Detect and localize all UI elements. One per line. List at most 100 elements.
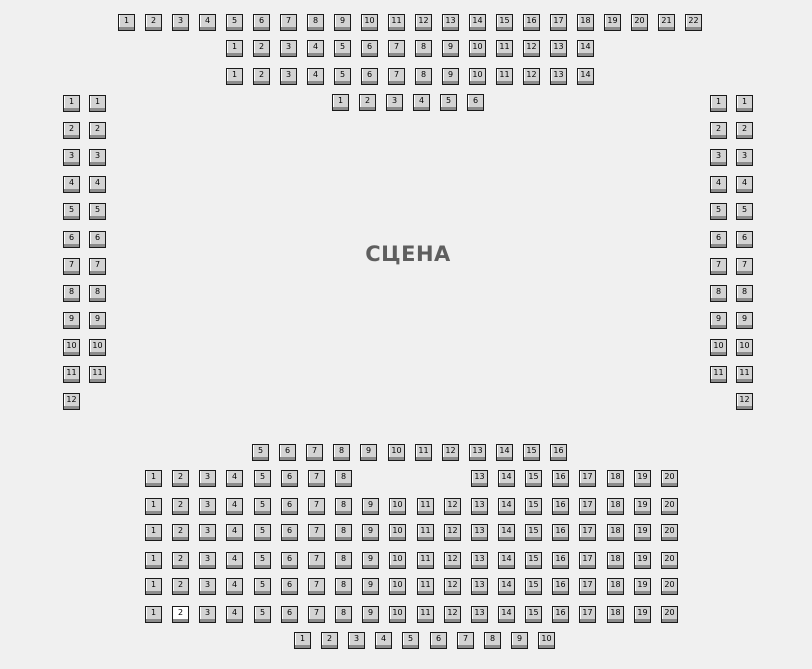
parterre-row-5-seat-13[interactable]: 13 — [471, 552, 488, 569]
parterre-row-2-seat-4[interactable]: 4 — [226, 470, 243, 487]
parterre-row-8-seat-5[interactable]: 5 — [402, 632, 419, 649]
balcony-row-1-seat-18[interactable]: 18 — [577, 14, 594, 31]
right-side-col-2-seat-11[interactable]: 11 — [736, 366, 753, 383]
right-side-col-2-seat-6[interactable]: 6 — [736, 231, 753, 248]
parterre-row-6-seat-4[interactable]: 4 — [226, 578, 243, 595]
balcony-row-4-seat-6[interactable]: 6 — [467, 94, 484, 111]
parterre-row-7-seat-16[interactable]: 16 — [552, 606, 569, 623]
parterre-row-4-seat-7[interactable]: 7 — [308, 524, 325, 541]
parterre-row-5-seat-1[interactable]: 1 — [145, 552, 162, 569]
left-side-col-2-seat-1[interactable]: 1 — [89, 95, 106, 112]
parterre-row-4-seat-4[interactable]: 4 — [226, 524, 243, 541]
parterre-row-1-seat-16[interactable]: 16 — [550, 444, 567, 461]
parterre-row-7-seat-20[interactable]: 20 — [661, 606, 678, 623]
parterre-row-3-seat-5[interactable]: 5 — [254, 498, 271, 515]
parterre-row-1-seat-13[interactable]: 13 — [469, 444, 486, 461]
parterre-row-4-seat-15[interactable]: 15 — [525, 524, 542, 541]
parterre-row-6-seat-6[interactable]: 6 — [281, 578, 298, 595]
parterre-row-5-seat-15[interactable]: 15 — [525, 552, 542, 569]
parterre-row-5-seat-18[interactable]: 18 — [607, 552, 624, 569]
balcony-row-1-seat-5[interactable]: 5 — [226, 14, 243, 31]
parterre-row-6-seat-17[interactable]: 17 — [579, 578, 596, 595]
left-side-col-1-seat-10[interactable]: 10 — [63, 339, 80, 356]
left-side-col-2-seat-3[interactable]: 3 — [89, 149, 106, 166]
balcony-row-4-seat-1[interactable]: 1 — [332, 94, 349, 111]
left-side-col-2-seat-4[interactable]: 4 — [89, 176, 106, 193]
parterre-row-5-seat-17[interactable]: 17 — [579, 552, 596, 569]
parterre-row-5-seat-20[interactable]: 20 — [661, 552, 678, 569]
parterre-row-2-seat-6[interactable]: 6 — [281, 470, 298, 487]
balcony-row-1-seat-14[interactable]: 14 — [469, 14, 486, 31]
balcony-row-3-seat-11[interactable]: 11 — [496, 68, 513, 85]
balcony-row-1-seat-9[interactable]: 9 — [334, 14, 351, 31]
right-side-col-1-seat-1[interactable]: 1 — [710, 95, 727, 112]
parterre-row-7-seat-8[interactable]: 8 — [335, 606, 352, 623]
right-side-col-1-seat-3[interactable]: 3 — [710, 149, 727, 166]
parterre-row-4-seat-10[interactable]: 10 — [389, 524, 406, 541]
parterre-row-3-seat-14[interactable]: 14 — [498, 498, 515, 515]
left-side-col-2-seat-9[interactable]: 9 — [89, 312, 106, 329]
left-side-col-1-seat-5[interactable]: 5 — [63, 203, 80, 220]
balcony-row-4-seat-3[interactable]: 3 — [386, 94, 403, 111]
parterre-row-2-seat-17[interactable]: 17 — [579, 470, 596, 487]
parterre-row-2-seat-15[interactable]: 15 — [525, 470, 542, 487]
parterre-row-2-seat-20[interactable]: 20 — [661, 470, 678, 487]
balcony-row-1-seat-8[interactable]: 8 — [307, 14, 324, 31]
parterre-row-4-seat-3[interactable]: 3 — [199, 524, 216, 541]
parterre-row-6-seat-2[interactable]: 2 — [172, 578, 189, 595]
left-side-col-2-seat-11[interactable]: 11 — [89, 366, 106, 383]
parterre-row-1-seat-5[interactable]: 5 — [252, 444, 269, 461]
parterre-row-2-seat-19[interactable]: 19 — [634, 470, 651, 487]
parterre-row-5-seat-2[interactable]: 2 — [172, 552, 189, 569]
right-side-col-1-seat-6[interactable]: 6 — [710, 231, 727, 248]
parterre-row-4-seat-8[interactable]: 8 — [335, 524, 352, 541]
balcony-row-1-seat-1[interactable]: 1 — [118, 14, 135, 31]
balcony-row-2-seat-1[interactable]: 1 — [226, 40, 243, 57]
parterre-row-3-seat-7[interactable]: 7 — [308, 498, 325, 515]
balcony-row-1-seat-10[interactable]: 10 — [361, 14, 378, 31]
parterre-row-1-seat-11[interactable]: 11 — [415, 444, 432, 461]
balcony-row-1-seat-19[interactable]: 19 — [604, 14, 621, 31]
left-side-col-2-seat-8[interactable]: 8 — [89, 285, 106, 302]
balcony-row-1-seat-12[interactable]: 12 — [415, 14, 432, 31]
right-side-col-1-seat-2[interactable]: 2 — [710, 122, 727, 139]
parterre-row-3-seat-20[interactable]: 20 — [661, 498, 678, 515]
parterre-row-4-seat-14[interactable]: 14 — [498, 524, 515, 541]
parterre-row-1-seat-6[interactable]: 6 — [279, 444, 296, 461]
parterre-row-4-seat-16[interactable]: 16 — [552, 524, 569, 541]
balcony-row-1-seat-16[interactable]: 16 — [523, 14, 540, 31]
left-side-col-1-seat-12[interactable]: 12 — [63, 393, 80, 410]
parterre-row-6-seat-1[interactable]: 1 — [145, 578, 162, 595]
balcony-row-3-seat-7[interactable]: 7 — [388, 68, 405, 85]
parterre-row-4-seat-17[interactable]: 17 — [579, 524, 596, 541]
parterre-row-4-seat-6[interactable]: 6 — [281, 524, 298, 541]
balcony-row-3-seat-9[interactable]: 9 — [442, 68, 459, 85]
parterre-row-7-seat-14[interactable]: 14 — [498, 606, 515, 623]
parterre-row-3-seat-3[interactable]: 3 — [199, 498, 216, 515]
balcony-row-2-seat-3[interactable]: 3 — [280, 40, 297, 57]
parterre-row-3-seat-8[interactable]: 8 — [335, 498, 352, 515]
right-side-col-1-seat-8[interactable]: 8 — [710, 285, 727, 302]
balcony-row-2-seat-12[interactable]: 12 — [523, 40, 540, 57]
parterre-row-4-seat-11[interactable]: 11 — [417, 524, 434, 541]
parterre-row-4-seat-1[interactable]: 1 — [145, 524, 162, 541]
parterre-row-6-seat-20[interactable]: 20 — [661, 578, 678, 595]
balcony-row-3-seat-12[interactable]: 12 — [523, 68, 540, 85]
left-side-col-2-seat-10[interactable]: 10 — [89, 339, 106, 356]
parterre-row-6-seat-14[interactable]: 14 — [498, 578, 515, 595]
parterre-row-5-seat-9[interactable]: 9 — [362, 552, 379, 569]
balcony-row-4-seat-4[interactable]: 4 — [413, 94, 430, 111]
parterre-row-3-seat-17[interactable]: 17 — [579, 498, 596, 515]
parterre-row-5-seat-11[interactable]: 11 — [417, 552, 434, 569]
parterre-row-5-seat-4[interactable]: 4 — [226, 552, 243, 569]
parterre-row-6-seat-19[interactable]: 19 — [634, 578, 651, 595]
right-side-col-1-seat-7[interactable]: 7 — [710, 258, 727, 275]
balcony-row-1-seat-7[interactable]: 7 — [280, 14, 297, 31]
parterre-row-2-seat-8[interactable]: 8 — [335, 470, 352, 487]
left-side-col-1-seat-8[interactable]: 8 — [63, 285, 80, 302]
parterre-row-8-seat-4[interactable]: 4 — [375, 632, 392, 649]
parterre-row-8-seat-7[interactable]: 7 — [457, 632, 474, 649]
parterre-row-5-seat-10[interactable]: 10 — [389, 552, 406, 569]
parterre-row-1-seat-7[interactable]: 7 — [306, 444, 323, 461]
parterre-row-5-seat-8[interactable]: 8 — [335, 552, 352, 569]
